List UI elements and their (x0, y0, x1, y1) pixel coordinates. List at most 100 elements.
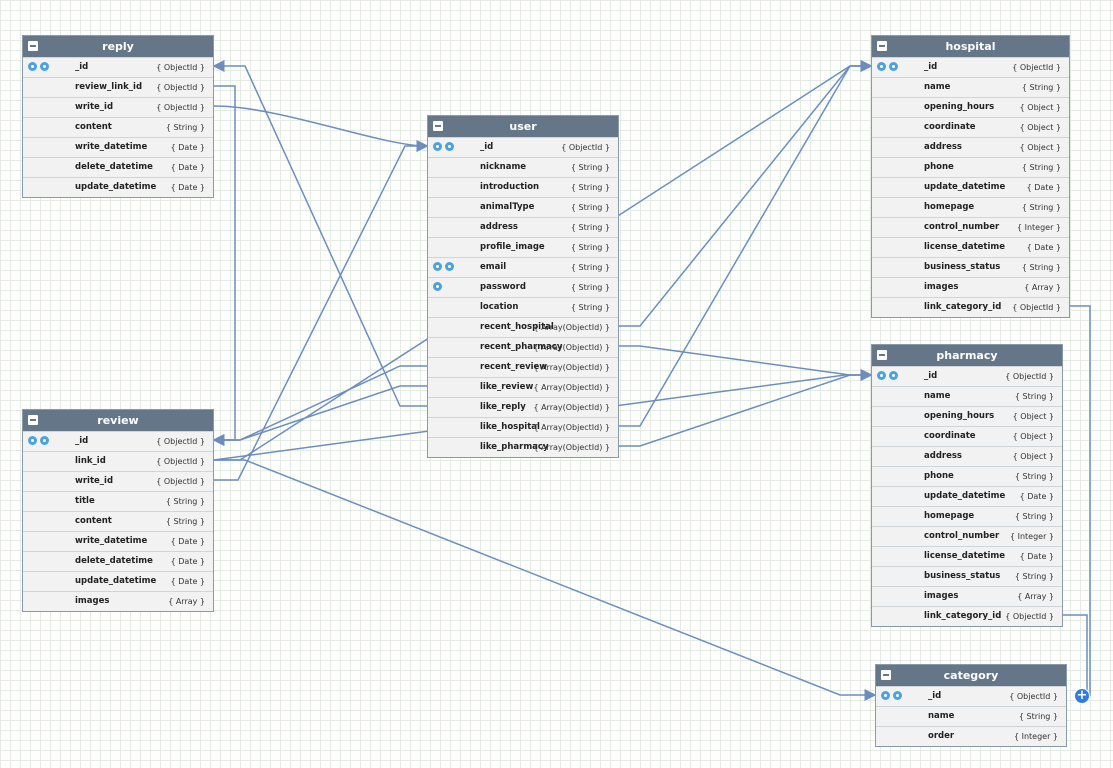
field-row[interactable]: business_status{ String } (872, 566, 1062, 586)
field-row[interactable]: delete_datetime{ Date } (23, 551, 213, 571)
reply-table[interactable]: reply_id{ ObjectId }review_link_id{ Obje… (22, 35, 214, 198)
field-row[interactable]: recent_hospital{ Array(ObjectId) } (428, 317, 618, 337)
field-row[interactable]: update_datetime{ Date } (23, 571, 213, 591)
key-icon (28, 436, 37, 445)
field-row[interactable]: address{ String } (428, 217, 618, 237)
field-row[interactable]: animalType{ String } (428, 197, 618, 217)
field-row[interactable]: order{ Integer } (876, 726, 1066, 746)
field-row[interactable]: link_id{ ObjectId } (23, 451, 213, 471)
field-name: content (75, 122, 112, 132)
field-row[interactable]: _id{ ObjectId } (23, 57, 213, 77)
field-row[interactable]: _id{ ObjectId } (876, 686, 1066, 706)
field-row[interactable]: link_category_id{ ObjectId } (872, 297, 1069, 317)
field-row[interactable]: name{ String } (872, 386, 1062, 406)
hospital-table[interactable]: hospital_id{ ObjectId }name{ String }ope… (871, 35, 1070, 318)
field-row[interactable]: content{ String } (23, 511, 213, 531)
collapse-icon[interactable] (881, 670, 891, 680)
field-name: images (924, 282, 959, 292)
field-row[interactable]: like_reply{ Array(ObjectId) } (428, 397, 618, 417)
field-row[interactable]: opening_hours{ Object } (872, 406, 1062, 426)
field-type: { Array(ObjectId) } (533, 363, 610, 372)
hospital-table-header[interactable]: hospital (872, 36, 1069, 57)
collapse-icon[interactable] (877, 41, 887, 51)
field-row[interactable]: _id{ ObjectId } (872, 57, 1069, 77)
user-table[interactable]: user_id{ ObjectId }nickname{ String }int… (427, 115, 619, 458)
review-table-header[interactable]: review (23, 410, 213, 431)
field-row[interactable]: license_datetime{ Date } (872, 237, 1069, 257)
field-row[interactable]: update_datetime{ Date } (872, 177, 1069, 197)
field-type: { Date } (170, 163, 205, 172)
field-row[interactable]: _id{ ObjectId } (872, 366, 1062, 386)
collapse-icon[interactable] (28, 41, 38, 51)
field-row[interactable]: address{ Object } (872, 137, 1069, 157)
field-row[interactable]: name{ String } (872, 77, 1069, 97)
field-name: _id (928, 691, 942, 701)
field-row[interactable]: email{ String } (428, 257, 618, 277)
field-row[interactable]: recent_pharmacy{ Array(ObjectId) } (428, 337, 618, 357)
index-icon (445, 262, 454, 271)
field-name: review_link_id (75, 82, 143, 92)
field-row[interactable]: control_number{ Integer } (872, 526, 1062, 546)
field-row[interactable]: update_datetime{ Date } (872, 486, 1062, 506)
field-row[interactable]: opening_hours{ Object } (872, 97, 1069, 117)
field-row[interactable]: password{ String } (428, 277, 618, 297)
field-row[interactable]: coordinate{ Object } (872, 426, 1062, 446)
field-row[interactable]: coordinate{ Object } (872, 117, 1069, 137)
field-row[interactable]: introduction{ String } (428, 177, 618, 197)
reply-table-header[interactable]: reply (23, 36, 213, 57)
field-name: license_datetime (924, 551, 1006, 561)
field-row[interactable]: images{ Array } (872, 277, 1069, 297)
field-row[interactable]: write_id{ ObjectId } (23, 97, 213, 117)
pharmacy-table-header[interactable]: pharmacy (872, 345, 1062, 366)
field-type: { ObjectId } (156, 457, 205, 466)
field-row[interactable]: phone{ String } (872, 466, 1062, 486)
field-type: { Object } (1019, 103, 1061, 112)
field-row[interactable]: _id{ ObjectId } (23, 431, 213, 451)
field-row[interactable]: write_id{ ObjectId } (23, 471, 213, 491)
field-row[interactable]: _id{ ObjectId } (428, 137, 618, 157)
field-row[interactable]: location{ String } (428, 297, 618, 317)
field-row[interactable]: link_category_id{ ObjectId } (872, 606, 1062, 626)
add-relation-icon[interactable]: + (1074, 688, 1090, 704)
user-table-header[interactable]: user (428, 116, 618, 137)
field-row[interactable]: address{ Object } (872, 446, 1062, 466)
review-table[interactable]: review_id{ ObjectId }link_id{ ObjectId }… (22, 409, 214, 612)
field-type: { ObjectId } (1005, 612, 1054, 621)
category-table-header[interactable]: category (876, 665, 1066, 686)
pharmacy-table[interactable]: pharmacy_id{ ObjectId }name{ String }ope… (871, 344, 1063, 627)
field-type: { Object } (1019, 123, 1061, 132)
field-row[interactable]: delete_datetime{ Date } (23, 157, 213, 177)
field-row[interactable]: phone{ String } (872, 157, 1069, 177)
field-row[interactable]: images{ Array } (872, 586, 1062, 606)
field-row[interactable]: title{ String } (23, 491, 213, 511)
field-row[interactable]: business_status{ String } (872, 257, 1069, 277)
field-row[interactable]: name{ String } (876, 706, 1066, 726)
field-row[interactable]: content{ String } (23, 117, 213, 137)
field-row[interactable]: recent_review{ Array(ObjectId) } (428, 357, 618, 377)
field-row[interactable]: nickname{ String } (428, 157, 618, 177)
field-row[interactable]: license_datetime{ Date } (872, 546, 1062, 566)
collapse-icon[interactable] (877, 350, 887, 360)
field-row[interactable]: images{ Array } (23, 591, 213, 611)
field-row[interactable]: like_review{ Array(ObjectId) } (428, 377, 618, 397)
field-row[interactable]: write_datetime{ Date } (23, 137, 213, 157)
field-row[interactable]: write_datetime{ Date } (23, 531, 213, 551)
collapse-icon[interactable] (28, 415, 38, 425)
field-name: update_datetime (924, 182, 1006, 192)
field-row[interactable]: control_number{ Integer } (872, 217, 1069, 237)
field-row[interactable]: update_datetime{ Date } (23, 177, 213, 197)
field-name: control_number (924, 222, 1000, 232)
field-row[interactable]: review_link_id{ ObjectId } (23, 77, 213, 97)
field-name: location (480, 302, 519, 312)
field-row[interactable]: like_hospital{ Array(ObjectId) } (428, 417, 618, 437)
field-row[interactable]: homepage{ String } (872, 506, 1062, 526)
field-row[interactable]: like_pharmacy{ Array(ObjectId) } (428, 437, 618, 457)
collapse-icon[interactable] (433, 121, 443, 131)
field-row[interactable]: homepage{ String } (872, 197, 1069, 217)
field-row[interactable]: profile_image{ String } (428, 237, 618, 257)
index-icon (889, 371, 898, 380)
category-table[interactable]: category_id{ ObjectId }name{ String }ord… (875, 664, 1067, 747)
field-type: { Date } (170, 577, 205, 586)
field-name: business_status (924, 262, 1001, 272)
